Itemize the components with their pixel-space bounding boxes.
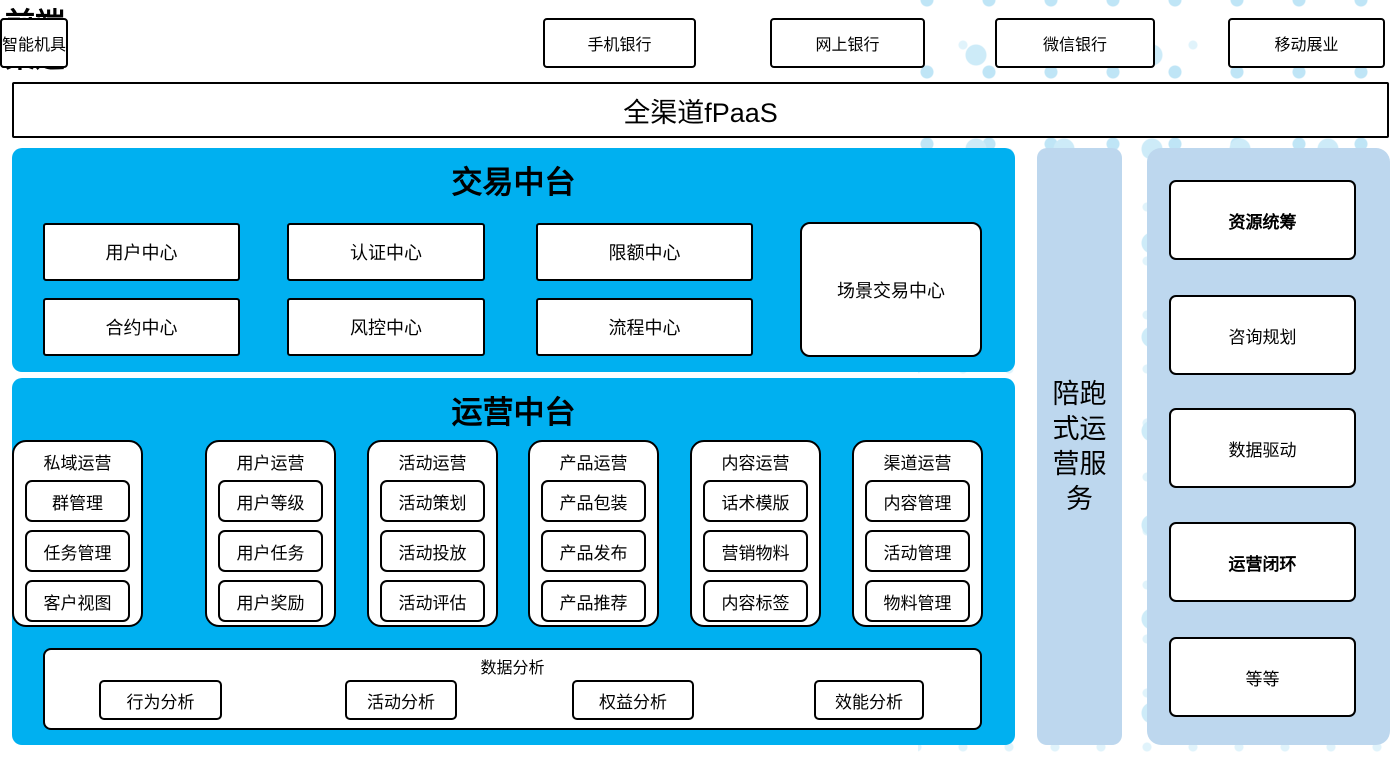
box-user-center: 用户中心	[43, 223, 240, 281]
box-script-template: 话术模版	[703, 480, 808, 522]
box-product-packaging: 产品包装	[541, 480, 646, 522]
box-user-reward: 用户奖励	[218, 580, 323, 622]
box-activity-management: 活动管理	[865, 530, 970, 572]
box-content-management: 内容管理	[865, 480, 970, 522]
ops-column-title: 内容运营	[721, 454, 790, 473]
ops-column-content: 内容运营 话术模版 营销物料 内容标签	[690, 440, 821, 627]
box-limit-center: 限额中心	[536, 223, 753, 281]
box-activity-planning: 活动策划	[380, 480, 485, 522]
box-user-level: 用户等级	[218, 480, 323, 522]
ops-column-title: 渠道运营	[883, 454, 952, 473]
box-product-recommendation: 产品推荐	[541, 580, 646, 622]
box-etc: 等等	[1169, 637, 1356, 717]
operation-platform-title: 运营中台	[451, 395, 576, 430]
box-task-management: 任务管理	[25, 530, 130, 572]
accompany-service-strip: 陪跑式运营服务	[1037, 148, 1122, 745]
box-consulting-planning: 咨询规划	[1169, 295, 1356, 375]
box-activity-analysis: 活动分析	[345, 680, 457, 720]
ops-column-user: 用户运营 用户等级 用户任务 用户奖励	[205, 440, 336, 627]
ops-column-title: 活动运营	[398, 454, 467, 473]
box-customer-view: 客户视图	[25, 580, 130, 622]
accompany-service-label: 陪跑式运营服务	[1052, 378, 1107, 514]
channel-box-mobile-banking: 手机银行	[543, 18, 696, 68]
ops-column-title: 产品运营	[559, 454, 628, 473]
ops-column-private-domain: 私域运营 群管理 任务管理 客户视图	[12, 440, 143, 627]
box-activity-delivery: 活动投放	[380, 530, 485, 572]
box-operation-closed-loop: 运营闭环	[1169, 522, 1356, 602]
box-auth-center: 认证中心	[287, 223, 485, 281]
data-analysis-title: 数据分析	[480, 660, 545, 677]
box-scenario-trading-center: 场景交易中心	[800, 222, 982, 357]
box-user-task: 用户任务	[218, 530, 323, 572]
box-activity-evaluation: 活动评估	[380, 580, 485, 622]
box-material-management: 物料管理	[865, 580, 970, 622]
box-benefit-analysis: 权益分析	[572, 680, 694, 720]
box-group-management: 群管理	[25, 480, 130, 522]
ops-column-activity: 活动运营 活动策划 活动投放 活动评估	[367, 440, 498, 627]
fpaas-bar: 全渠道fPaaS	[12, 82, 1389, 138]
channel-box-mobile-marketing: 移动展业	[1228, 18, 1385, 68]
box-data-driven: 数据驱动	[1169, 408, 1356, 488]
box-risk-center: 风控中心	[287, 298, 485, 356]
trading-platform-panel: 交易中台 用户中心 认证中心 限额中心 合约中心 风控中心 流程中心 场景交易中…	[12, 148, 1015, 372]
operation-platform-panel: 运营中台 用户运营 用户等级 用户任务 用户奖励 活动运营 活动策划 活动投放 …	[12, 378, 1015, 745]
channel-box-smart-device: 智能机具	[0, 18, 69, 68]
box-efficiency-analysis: 效能分析	[814, 680, 924, 720]
ops-column-title: 私域运营	[43, 454, 112, 473]
box-content-tag: 内容标签	[703, 580, 808, 622]
data-analysis-container: 数据分析 行为分析 活动分析 权益分析 效能分析	[43, 648, 982, 730]
box-behavior-analysis: 行为分析	[99, 680, 222, 720]
service-panel: 资源统筹 咨询规划 数据驱动 运营闭环 等等	[1147, 148, 1390, 745]
trading-platform-title: 交易中台	[451, 165, 576, 200]
box-product-release: 产品发布	[541, 530, 646, 572]
box-marketing-material: 营销物料	[703, 530, 808, 572]
ops-column-channel: 渠道运营 内容管理 活动管理 物料管理	[852, 440, 983, 627]
ops-column-product: 产品运营 产品包装 产品发布 产品推荐	[528, 440, 659, 627]
channel-box-wechat-banking: 微信银行	[995, 18, 1155, 68]
box-contract-center: 合约中心	[43, 298, 240, 356]
channel-box-online-banking: 网上银行	[770, 18, 925, 68]
box-process-center: 流程中心	[536, 298, 753, 356]
box-resource-coordination: 资源统筹	[1169, 180, 1356, 260]
ops-column-title: 用户运营	[236, 454, 305, 473]
